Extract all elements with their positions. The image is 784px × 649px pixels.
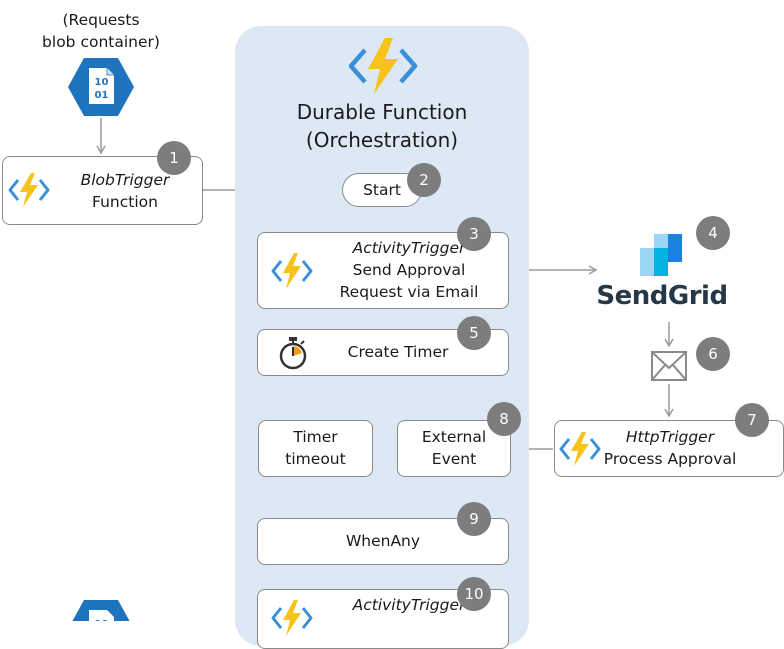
function-bolt-icon [558,430,602,472]
activity-send-line2: Request via Email [339,283,479,301]
httptrigger-process-approval-box: HttpTrigger Process Approval [554,420,784,477]
activity-send-type: ActivityTrigger [352,239,466,257]
external-event-line1: External [421,428,487,446]
timer-timeout-box: Timer timeout [258,420,373,477]
sendgrid-label: SendGrid [596,281,728,311]
step-badge-9: 9 [457,502,491,536]
step-badge-1: 1 [157,141,191,175]
function-bolt-icon [7,171,51,213]
email-envelope-icon [651,350,687,386]
blob-storage-icon: 10 01 [68,56,134,118]
start-label: Start [363,181,401,199]
step-badge-6: 6 [696,337,730,371]
whenany-label: WhenAny [345,532,421,550]
blob-icon-text-2: 01 [95,90,109,101]
timer-timeout-line2: timeout [285,450,346,468]
step-badge-3: 3 [457,217,491,251]
blob-icon-text-1: 10 [95,77,109,88]
httptrigger-type: HttpTrigger [625,428,715,446]
step-badge-4: 4 [696,216,730,250]
create-timer-label: Create Timer [347,343,449,361]
external-event-line2: Event [431,450,477,468]
svg-text:10: 10 [95,619,109,621]
function-bolt-icon [270,251,314,295]
step-badge-2: 2 [407,163,441,197]
step-badge-7: 7 [735,403,769,437]
function-bolt-icon [347,36,419,96]
requests-label: (Requests blob container) [42,11,160,51]
step-badge-8: 8 [487,402,521,436]
blobtrigger-type: BlobTrigger [80,171,170,189]
step-badge-10: 10 [457,577,491,611]
httptrigger-name: Process Approval [603,450,737,468]
stopwatch-icon [278,336,308,374]
function-bolt-icon [270,598,314,642]
sendgrid-logo-icon [640,234,682,276]
activity-send-line1: Send Approval [352,261,466,279]
blobtrigger-name: Function [92,193,158,211]
activity-final-type: ActivityTrigger [352,596,466,614]
blob-storage-icon-bottom: 10 [68,598,134,621]
timer-timeout-line1: Timer [293,428,338,446]
blobtrigger-function-box: BlobTrigger Function [2,156,203,225]
step-badge-5: 5 [457,316,491,350]
durable-function-title: Durable Function (Orchestration) [296,100,468,152]
create-timer-box: Create Timer [257,329,509,376]
